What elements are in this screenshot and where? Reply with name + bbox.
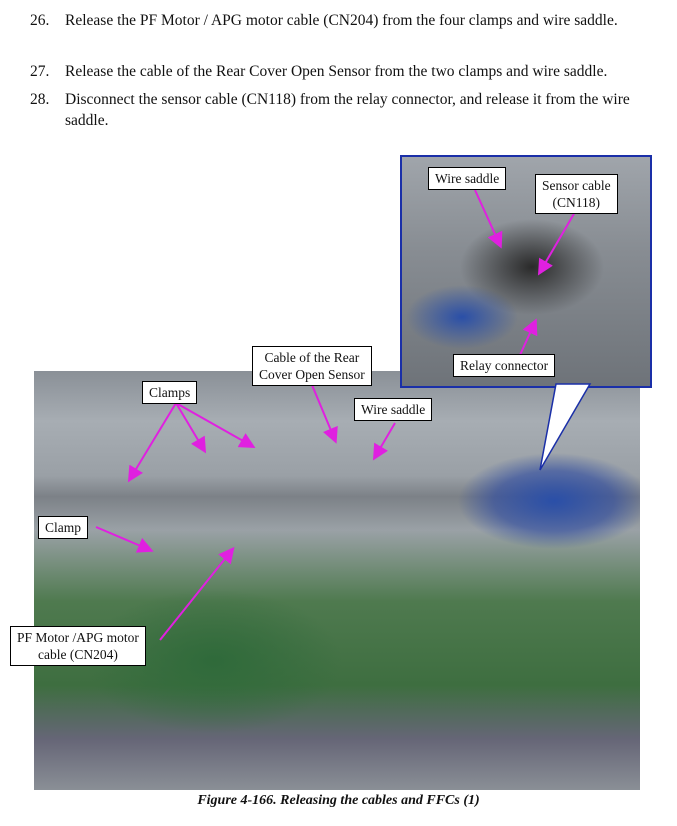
label-inset-wire-saddle: Wire saddle (428, 167, 507, 190)
label-relay-connector: Relay connector (453, 354, 556, 377)
step-number: 28. (30, 91, 50, 108)
arrow-rear-cable (311, 384, 338, 444)
inset-pointer (539, 383, 592, 471)
arrow-inset-wire-saddle (474, 189, 503, 249)
label-clamp: Clamp (38, 516, 88, 539)
step-number: 26. (30, 12, 50, 29)
label-clamps: Clamps (142, 381, 198, 404)
label-wire-saddle: Wire saddle (354, 398, 433, 421)
arrow-clamp-1 (127, 402, 177, 483)
label-line: Cable of the Rear (264, 350, 360, 365)
label-line: cable (CN204) (38, 647, 118, 662)
label-sensor-cable: Sensor cable (CN118) (535, 174, 618, 214)
step-text: Release the PF Motor / APG motor cable (… (65, 12, 618, 29)
label-line: PF Motor /APG motor (17, 630, 139, 645)
arrow-sensor-cable (537, 211, 576, 276)
label-line: (CN118) (552, 195, 601, 210)
figure-caption: Figure 4-166. Releasing the cables and F… (197, 793, 480, 808)
arrow-wire-saddle (372, 422, 396, 461)
arrow-relay-connector (519, 318, 538, 356)
step-number: 27. (30, 63, 50, 80)
arrow-clamp (95, 526, 154, 553)
arrow-clamp-2 (175, 402, 207, 454)
label-line: Sensor cable (542, 178, 611, 193)
arrow-clamp-3 (175, 402, 256, 448)
step-text: Disconnect the sensor cable (CN118) from… (65, 91, 630, 129)
label-line: Cover Open Sensor (259, 367, 365, 382)
arrow-pf-motor-cable (159, 546, 235, 641)
label-pf-motor-cable: PF Motor /APG motor cable (CN204) (10, 626, 146, 666)
step-text: Release the cable of the Rear Cover Open… (65, 63, 608, 80)
